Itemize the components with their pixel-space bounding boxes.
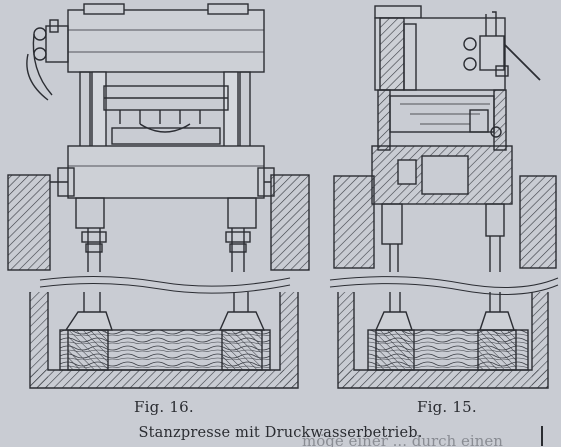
- fig16-drawing: [7, 3, 310, 389]
- margin-mark: [541, 426, 543, 446]
- bleed-through-text: möge einer ... durch einen: [302, 432, 503, 447]
- figure-label-15: Fig. 15.: [417, 398, 477, 416]
- fig15-drawing: [329, 5, 559, 389]
- caption-title: Stanzpresse mit Druckwasserbetrieb.: [138, 425, 423, 441]
- figure-label-16: Fig. 16.: [134, 398, 194, 416]
